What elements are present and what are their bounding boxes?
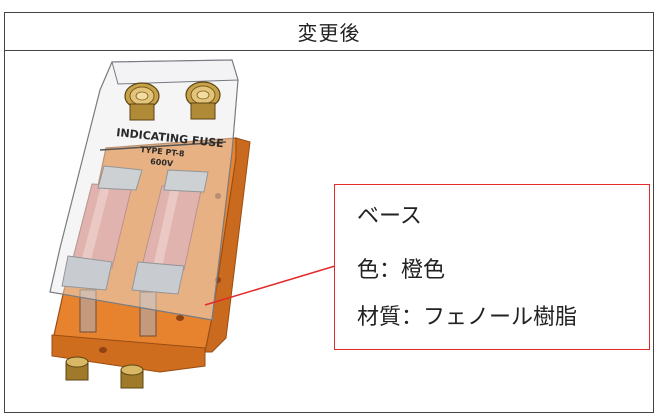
callout-line-color: 色：橙色 [357, 258, 446, 283]
callout-box: ベース 色：橙色 材質：フェノール樹脂 [334, 184, 650, 350]
header-title: 変更後 [297, 21, 361, 45]
terminal-screw-icon [185, 81, 221, 120]
base-hole [215, 193, 221, 199]
bottom-terminals [65, 356, 144, 389]
cover-top-face [111, 59, 239, 85]
callout-line-material: 材質：フェノール樹脂 [357, 305, 578, 330]
callout-leader-line [204, 265, 336, 306]
terminal-screw-icon [124, 82, 160, 121]
base-front-lip [51, 334, 206, 373]
header-cell: 変更後 [5, 13, 653, 51]
base-side-face [204, 137, 251, 353]
callout-line-part: ベース [357, 204, 422, 229]
upper-contacts [97, 165, 209, 193]
base-hole [99, 347, 107, 353]
base-hole [176, 315, 184, 321]
lower-contacts [61, 255, 185, 337]
product-label-line3: 600V [150, 157, 175, 168]
